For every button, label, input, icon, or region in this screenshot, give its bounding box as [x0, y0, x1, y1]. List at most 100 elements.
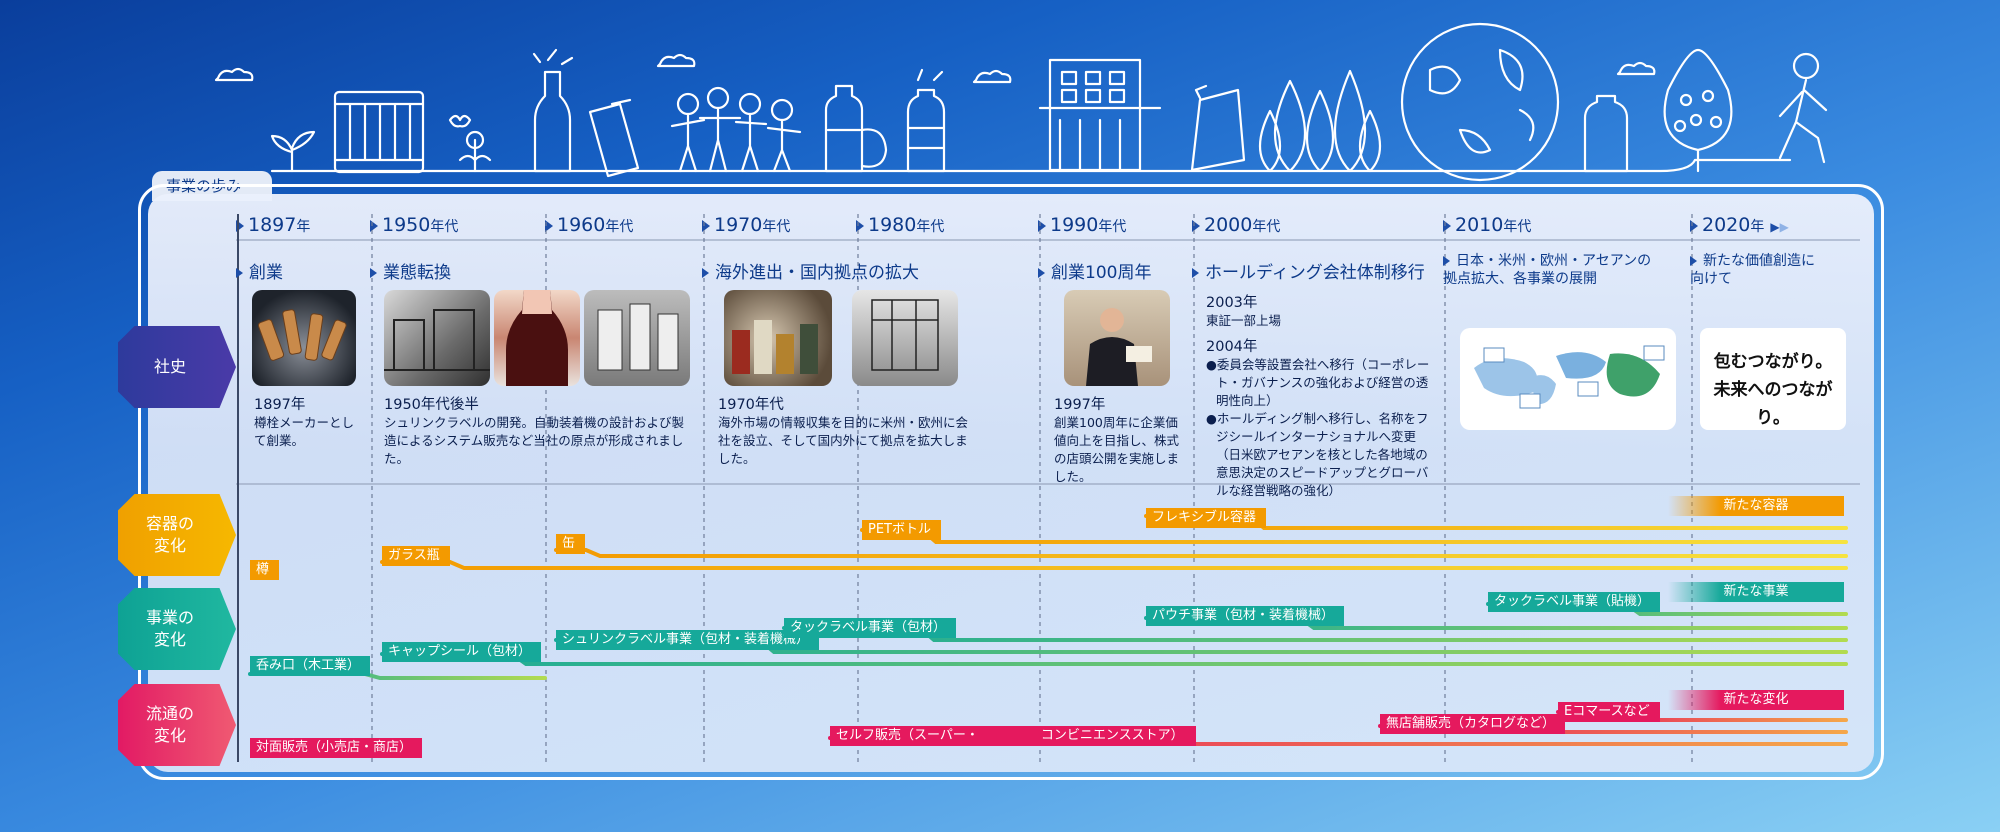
- pet-bottle-icon: [824, 84, 864, 173]
- lane-ecommerce: Eコマースなど: [1558, 702, 1660, 722]
- year-marker-icon: [1038, 219, 1046, 232]
- bottle-icon: [533, 70, 572, 173]
- event-marker-icon: [236, 268, 243, 278]
- business-lanes: [248, 602, 1848, 680]
- year-1980s: 1980年代: [856, 214, 944, 236]
- lane-new-business: 新たな事業: [1668, 582, 1844, 602]
- row-label-business: 事業の 変化: [118, 588, 236, 670]
- desc-2003: 2003年東証一部上場: [1206, 295, 1282, 328]
- president-image: [1086, 308, 1152, 386]
- trees-icon: [1259, 69, 1381, 173]
- cloud-icon: [656, 53, 696, 68]
- lane-cap-seal: キャップシール（包材）: [382, 642, 542, 662]
- lane-pet-bottle: PETボトル: [862, 520, 941, 540]
- arrow-right-icon: ▶: [1770, 220, 1780, 234]
- lane-glass-bottle: ガラス瓶: [382, 546, 450, 566]
- lane-face-to-face: 対面販売（小売店・商店）: [250, 738, 423, 758]
- event-marker-icon: [370, 268, 377, 278]
- lane-tack-label-machine: タックラベル事業（貼機）: [1488, 592, 1661, 612]
- year-marker-icon: [1443, 219, 1451, 232]
- row-label-history: 社史: [118, 326, 236, 408]
- year-1960s: 1960年代: [545, 214, 633, 236]
- event-100th: 創業100周年: [1038, 258, 1151, 283]
- pet-bottle-icon: [906, 88, 946, 173]
- photo-factory: [384, 290, 490, 386]
- year-2020: 2020年▶▶: [1690, 214, 1789, 236]
- desc-2004: 2004年 ●委員会等設置会社へ移行（コーポレート・ガバナンスの強化および経営の…: [1206, 339, 1430, 498]
- lane-taru: 樽: [250, 560, 280, 580]
- shrink-bottle-image: [506, 290, 568, 386]
- desc-1997: 1997年創業100周年に企業価値向上を目指し、株式の店頭公開を実施しました。: [1054, 397, 1180, 484]
- event-overseas: 海外進出・国内拠点の拡大: [702, 258, 919, 283]
- photo-machine: [584, 290, 690, 386]
- jar-icon: [1583, 94, 1629, 173]
- event-marker-icon: [1690, 256, 1697, 266]
- event-founding: 創業: [236, 258, 283, 283]
- event-business-change: 業態転換: [370, 258, 451, 283]
- arrow-right-icon: ▶: [1779, 220, 1789, 234]
- year-marker-icon: [236, 219, 244, 232]
- year-2000s: 2000年代: [1192, 214, 1280, 236]
- event-marker-icon: [1038, 268, 1045, 278]
- photo-shrink-bottle: [494, 290, 580, 386]
- year-1970s: 1970年代: [702, 214, 790, 236]
- lane-can: 缶: [556, 534, 586, 554]
- year-marker-icon: [1192, 219, 1200, 232]
- container-lanes: [248, 514, 1848, 580]
- cloud-icon: [1616, 61, 1656, 76]
- slogan-line-2: 未来へのつながり。: [1713, 380, 1833, 428]
- row-label-container: 容器の 変化: [118, 494, 236, 576]
- cloud-icon: [214, 67, 254, 82]
- lane-self-service: セルフ販売（スーパー・コンビニエンスストア）: [830, 726, 1196, 746]
- lane-tack-label: タックラベル事業（包材）: [784, 618, 957, 638]
- people-icon: [670, 86, 802, 173]
- lane-new-distribution: 新たな変化: [1668, 690, 1844, 710]
- timeline-frame: [138, 184, 1884, 780]
- slogan-line-1: 包むつながり。: [1713, 352, 1833, 372]
- event-holding: ホールディング会社体制移行: [1192, 258, 1425, 283]
- event-future: 新たな価値創造に向けて: [1690, 253, 1815, 287]
- barrel-icon: [333, 90, 425, 174]
- machine-image: [597, 303, 679, 371]
- products-image: [732, 320, 818, 374]
- event-marker-icon: [702, 268, 709, 278]
- year-marker-icon: [545, 219, 553, 232]
- ground-line: [270, 158, 1792, 173]
- building-icon: [1048, 58, 1142, 172]
- lane-flexible: フレキシブル容器: [1146, 508, 1267, 528]
- year-2010s: 2010年代: [1443, 214, 1531, 236]
- event-marker-icon: [1443, 256, 1450, 266]
- lane-new-container: 新たな容器: [1668, 496, 1844, 516]
- slogan-card: 包むつながり。 未来へのつながり。: [1700, 328, 1846, 430]
- row-label-distribution: 流通の 変化: [118, 684, 236, 766]
- photo-world-map: [1460, 328, 1676, 430]
- lane-nomikuchi: 呑み口（木工業）: [250, 656, 371, 676]
- desc-1970: 1970年代海外市場の情報収集を目的に米州・欧州に会社を設立、そして国内外にて拠…: [718, 397, 969, 466]
- flower-icon: [458, 130, 492, 173]
- corks-image: [257, 309, 347, 361]
- can-icon: [588, 98, 640, 178]
- year-marker-icon: [856, 219, 864, 232]
- label-machine-image: [871, 299, 939, 371]
- photo-label-machine: [852, 290, 958, 386]
- photo-president: [1064, 290, 1170, 386]
- event-marker-icon: [1192, 268, 1199, 278]
- sprout-icon: [270, 130, 316, 173]
- cloud-icon: [972, 69, 1012, 84]
- lane-pouch: パウチ事業（包材・装着機械）: [1146, 606, 1345, 626]
- photo-products: [724, 290, 832, 386]
- year-marker-icon: [370, 219, 378, 232]
- factory-image: [384, 309, 490, 371]
- event-expansion: 日本・米州・欧州・アセアンの拠点拡大、各事業の展開: [1443, 253, 1652, 287]
- year-1990s: 1990年代: [1038, 214, 1126, 236]
- year-1950s: 1950年代: [370, 214, 458, 236]
- desc-1897: 1897年樽栓メーカーとして創業。: [254, 397, 355, 448]
- year-marker-icon: [1690, 219, 1698, 232]
- year-1897: 1897年: [236, 214, 310, 236]
- photo-corks: [252, 290, 356, 386]
- pouch-icon: [1190, 84, 1246, 172]
- apple-tree-icon: [1663, 48, 1733, 173]
- walking-person-icon: [1778, 52, 1828, 164]
